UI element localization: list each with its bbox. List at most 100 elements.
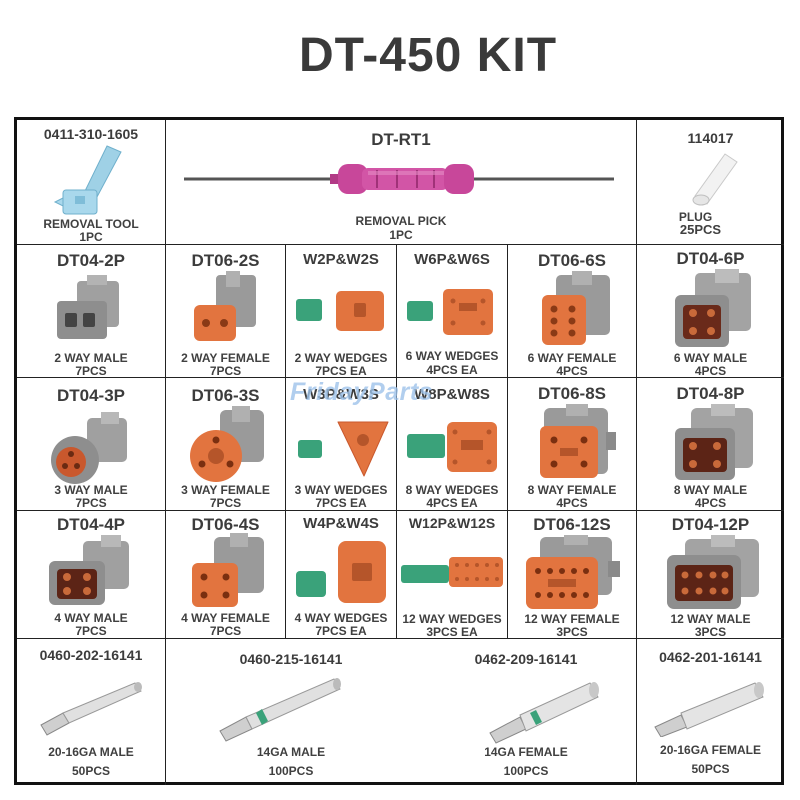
part-description: 12 WAY MALE xyxy=(670,612,751,626)
part-description: 2 WAY WEDGES xyxy=(294,351,388,365)
part-number: W12P&W12S xyxy=(408,515,496,531)
part-description: 20-16GA MALE xyxy=(48,745,134,759)
part-description: PLUG xyxy=(678,210,713,224)
wedge-icon xyxy=(407,422,497,472)
male-contact-icon xyxy=(219,678,341,742)
part-description: 2 WAY MALE xyxy=(54,351,128,365)
part-description: 12 WAY WEDGES xyxy=(402,612,502,626)
part-number: DT04-8P xyxy=(676,384,745,403)
part-quantity: 1PC xyxy=(79,230,103,244)
part-quantity: 4PCS xyxy=(694,496,727,510)
cell-0462-209-16141: 0462-209-16141 14GA FEMALE 100PCS xyxy=(416,639,637,785)
part-quantity: 4PCS xyxy=(556,364,588,378)
part-quantity: 4PCS xyxy=(556,496,588,510)
part-quantity: 7PCS EA xyxy=(315,496,367,510)
part-description: REMOVAL PICK xyxy=(355,214,447,228)
cell-w8p-w8s: W8P&W8S 8 WAY WEDGES 4PCS EA xyxy=(397,378,508,511)
cell-removal-tool: 0411-310-1605 REMOVAL TOOL 1PC xyxy=(17,120,166,245)
part-description: 4 WAY MALE xyxy=(54,611,128,625)
part-description: 6 WAY MALE xyxy=(673,351,748,365)
cell-0460-215-16141: 0460-215-16141 14GA MALE 100PCS xyxy=(166,639,416,785)
part-number: 0411-310-1605 xyxy=(43,126,139,142)
part-quantity: 7PCS xyxy=(75,364,107,378)
cell-0462-201-16141: 0462-201-16141 20-16GA FEMALE 50PCS xyxy=(637,639,784,785)
male-connector-icon xyxy=(675,269,751,347)
part-quantity: 7PCS xyxy=(75,624,107,638)
plug-icon xyxy=(692,153,738,206)
part-quantity: 4PCS EA xyxy=(426,496,478,510)
part-quantity: 7PCS EA xyxy=(315,624,367,638)
wedge-icon xyxy=(296,291,384,331)
female-connector-icon xyxy=(526,535,620,609)
part-quantity: 7PCS xyxy=(75,496,107,510)
part-description: 6 WAY WEDGES xyxy=(405,349,499,363)
male-connector-icon xyxy=(675,404,753,480)
female-contact-icon xyxy=(489,682,599,744)
part-quantity: 100PCS xyxy=(503,764,549,778)
female-connector-icon xyxy=(540,404,616,478)
part-number: W6P&W6S xyxy=(414,251,490,268)
wedge-icon xyxy=(298,421,389,477)
part-number: W3P&W3S xyxy=(303,386,379,403)
female-connector-icon xyxy=(192,533,264,607)
cell-dt04-8p: DT04-8P 8 WAY MALE 4PCS xyxy=(637,378,784,511)
cell-dt04-6p: DT04-6P 6 WAY MALE 4PCS xyxy=(637,245,784,378)
part-number: DT04-2P xyxy=(56,251,126,270)
male-connector-icon xyxy=(57,275,119,339)
cell-dt04-4p: DT04-4P 4 WAY MALE 7PCS xyxy=(17,511,166,639)
part-number: DT04-3P xyxy=(56,386,126,405)
part-description: 14GA FEMALE xyxy=(484,745,568,759)
page-title: DT-450 KIT xyxy=(298,29,558,82)
part-description: 12 WAY FEMALE xyxy=(524,612,620,626)
female-connector-icon xyxy=(542,271,610,345)
part-quantity: 1PC xyxy=(389,228,413,242)
part-number: DT06-8S xyxy=(537,384,607,403)
part-number: DT04-12P xyxy=(671,515,750,534)
part-number: 0462-209-16141 xyxy=(474,651,578,667)
part-number: W8P&W8S xyxy=(414,386,490,403)
cell-dt04-3p: DT04-3P 3 WAY MALE 7PCS xyxy=(17,378,166,511)
part-quantity: 4PCS EA xyxy=(426,363,478,377)
part-description: 4 WAY FEMALE xyxy=(181,611,270,625)
cell-w6p-w6s: W6P&W6S 6 WAY WEDGES 4PCS EA xyxy=(397,245,508,378)
part-description: 14GA MALE xyxy=(256,745,326,759)
cell-w3p-w3s: W3P&W3S 3 WAY WEDGES 7PCS EA xyxy=(286,378,397,511)
cell-plug: 114017 PLUG 25PCS xyxy=(637,120,784,245)
cell-dt06-12s: DT06-12S 12 WAY FEMALE 3PCS xyxy=(508,511,637,639)
wedge-icon xyxy=(296,541,386,603)
part-quantity: 7PCS EA xyxy=(315,364,367,378)
male-connector-icon xyxy=(667,535,759,609)
male-connector-icon xyxy=(51,412,127,484)
part-description: 6 WAY FEMALE xyxy=(527,351,617,365)
part-description: 20-16GA FEMALE xyxy=(660,743,761,757)
part-quantity: 25PCS xyxy=(679,222,722,237)
cell-0460-202-16141: 0460-202-16141 20-16GA MALE 50PCS xyxy=(17,639,166,785)
part-number: DT04-4P xyxy=(56,515,126,534)
part-description: 3 WAY MALE xyxy=(54,483,128,497)
cell-dt06-4s: DT06-4S 4 WAY FEMALE 7PCS xyxy=(166,511,286,639)
wedge-icon xyxy=(401,557,503,587)
part-description: 2 WAY FEMALE xyxy=(181,351,270,365)
part-number: DT06-6S xyxy=(537,251,607,270)
female-connector-icon xyxy=(190,406,264,482)
part-number: W2P&W2S xyxy=(303,251,379,268)
part-description: 3 WAY WEDGES xyxy=(294,483,388,497)
part-number: 0462-201-16141 xyxy=(659,649,762,665)
part-description: 4 WAY WEDGES xyxy=(294,611,388,625)
part-number: 0460-215-16141 xyxy=(239,651,343,667)
male-connector-icon xyxy=(49,535,129,605)
part-number: DT-RT1 xyxy=(371,130,431,149)
wedge-icon xyxy=(407,289,493,335)
part-quantity: 3PCS EA xyxy=(426,625,478,639)
part-description: 8 WAY WEDGES xyxy=(405,483,499,497)
watermark-logo: FridayParts xyxy=(290,378,434,406)
part-number: 0460-202-16141 xyxy=(39,647,143,663)
cell-dt04-12p: DT04-12P 12 WAY MALE 3PCS xyxy=(637,511,784,639)
part-number: DT06-2S xyxy=(191,251,260,270)
part-description: 8 WAY MALE xyxy=(673,483,748,497)
part-number: DT06-3S xyxy=(191,386,260,405)
part-quantity: 3PCS xyxy=(694,625,727,639)
cell-dt06-2s: DT06-2S 2 WAY FEMALE 7PCS xyxy=(166,245,286,378)
part-number: DT06-12S xyxy=(533,515,611,534)
cell-w12p-w12s: W12P&W12S 12 WAY WEDGES 3PCS EA xyxy=(397,511,508,639)
